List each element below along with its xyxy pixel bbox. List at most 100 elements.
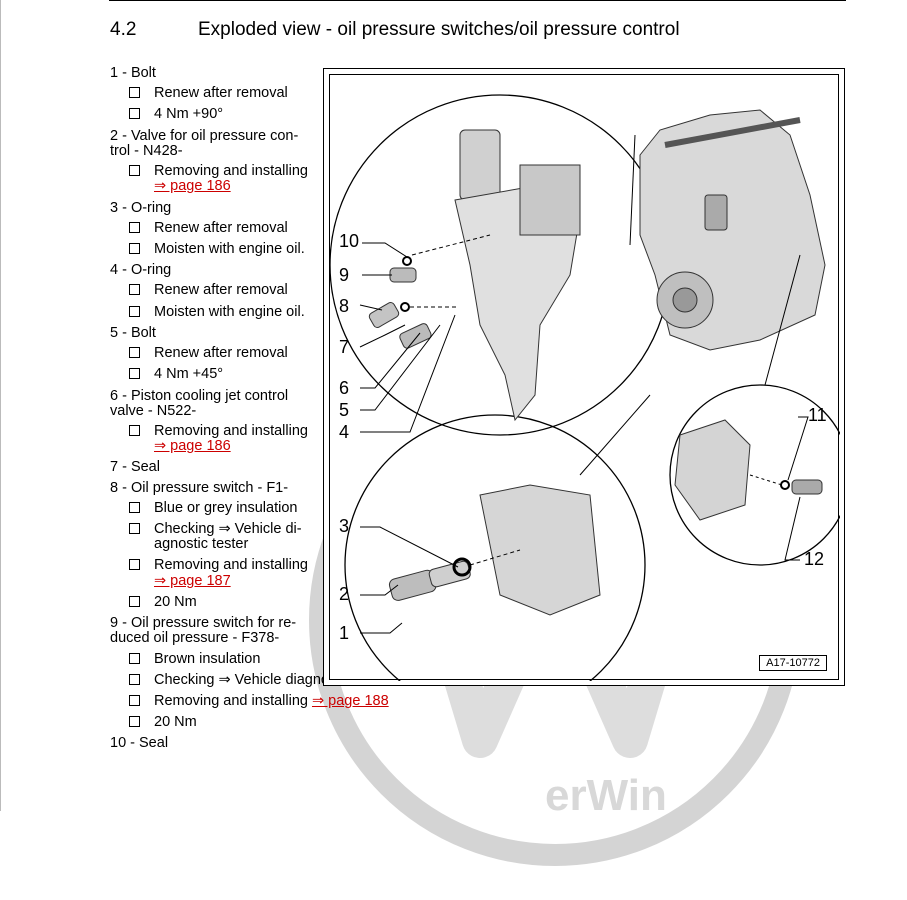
- sub-text: 20 Nm: [154, 714, 197, 731]
- item-title: 1 - Bolt: [110, 65, 156, 81]
- item-title: 3 - O-ring: [110, 199, 172, 216]
- checkbox-bullet-icon: [129, 716, 140, 728]
- list-item: 4 - O-ring Renew after removal Moisten w…: [110, 262, 325, 320]
- list-item: 5 - Bolt Renew after removal 4 Nm +45°: [110, 324, 325, 383]
- checkbox-bullet-icon: [129, 284, 140, 296]
- item-title: 9 - Oil pressure switch for re- duced oi…: [110, 615, 297, 647]
- sub-bullet: Renew after removal: [110, 345, 325, 362]
- callout-4: 4: [339, 422, 350, 442]
- sub-text: Moisten with engine oil.: [154, 240, 305, 257]
- sub-bullet: Checking ⇒ Vehicle di- agnostic tester: [110, 521, 325, 553]
- page-link[interactable]: ⇒ page 187: [154, 572, 231, 589]
- switch-detail-drawing: [674, 419, 823, 521]
- sub-bullet: Renew after removal: [110, 283, 325, 298]
- list-item: 8 - Oil pressure switch - F1- Blue or gr…: [110, 479, 325, 611]
- callout-7: 7: [339, 337, 350, 357]
- callout-8: 8: [339, 296, 350, 316]
- header-rule: [109, 0, 846, 1]
- sub-text: Removing and installing: [154, 693, 308, 709]
- sub-text: Brown insulation: [154, 650, 261, 667]
- checkbox-bullet-icon: [129, 347, 140, 359]
- checkbox-bullet-icon: [129, 108, 140, 120]
- sub-text: Checking ⇒ Vehicle di- agnostic tester: [154, 521, 302, 553]
- figure-reference-label: A17-10772: [759, 655, 827, 671]
- item-title: 7 - Seal: [110, 459, 160, 476]
- sub-text: Removing and installing: [154, 422, 308, 439]
- sub-text: 4 Nm +45°: [154, 366, 224, 383]
- item-title: 2 - Valve for oil pressure con- trol - N…: [110, 127, 299, 159]
- list-item: 1 - Bolt Renew after removal 4 Nm +90°: [110, 65, 325, 123]
- list-item: 7 - Seal: [110, 460, 325, 475]
- page-link[interactable]: ⇒ page 186: [154, 178, 231, 195]
- sub-bullet: 20 Nm: [110, 593, 325, 610]
- sub-bullet: 4 Nm +45°: [110, 367, 325, 382]
- sub-text: 20 Nm: [154, 593, 197, 610]
- sub-bullet: 20 Nm: [110, 715, 325, 730]
- checkbox-bullet-icon: [129, 673, 140, 685]
- leader-lines: [359, 134, 809, 634]
- checkbox-bullet-icon: [129, 242, 140, 254]
- parts-list: 1 - Bolt Renew after removal 4 Nm +90° 2…: [110, 65, 391, 757]
- section-title: Exploded view - oil pressure switches/oi…: [198, 19, 680, 40]
- checkbox-bullet-icon: [129, 595, 140, 607]
- checkbox-bullet-icon: [129, 652, 140, 664]
- sub-text: Moisten with engine oil.: [154, 303, 305, 320]
- page-link[interactable]: ⇒ page 188: [311, 693, 389, 709]
- item-title: 4 - O-ring: [110, 262, 172, 279]
- list-item: 2 - Valve for oil pressure con- trol - N…: [110, 127, 325, 195]
- sub-bullet: Removing and installing⇒ page 187: [110, 558, 325, 588]
- list-item: 3 - O-ring Renew after removal Moisten w…: [110, 199, 325, 258]
- item-title: 10 - Seal: [110, 735, 169, 752]
- checkbox-bullet-icon: [129, 368, 140, 380]
- figure-illustration: [330, 94, 840, 681]
- exploded-view-figure: 10 9 8 7 6 5 4 3 2 1 11 12 A17-10772: [323, 68, 845, 686]
- checkbox-bullet-icon: [129, 165, 140, 177]
- sub-bullet: Renew after removal: [110, 86, 325, 101]
- checkbox-bullet-icon: [129, 87, 140, 99]
- sub-bullet: Removing and installing ⇒ page 188: [110, 693, 454, 709]
- section-number: 4.2: [110, 19, 137, 40]
- callout-9: 9: [339, 265, 350, 285]
- watermark-bottom-text: erWin: [545, 771, 667, 820]
- sub-bullet: 4 Nm +90°: [110, 107, 325, 122]
- sub-bullet: Removing and installing⇒ page 186: [110, 163, 325, 195]
- sub-text: Renew after removal: [154, 345, 288, 362]
- switch-parts-drawing: [368, 234, 491, 349]
- page-link[interactable]: ⇒ page 186: [154, 438, 231, 455]
- callout-3: 3: [339, 516, 350, 536]
- item-title: 6 - Piston cooling jet control valve - N…: [110, 387, 289, 419]
- sub-text: Removing and installing: [154, 163, 308, 180]
- sub-text: Renew after removal: [154, 219, 288, 236]
- checkbox-bullet-icon: [129, 221, 140, 233]
- list-item: 6 - Piston cooling jet control valve - N…: [110, 387, 325, 455]
- sub-text: Renew after removal: [154, 282, 288, 299]
- checkbox-bullet-icon: [129, 305, 140, 317]
- callout-5: 5: [339, 400, 350, 420]
- sub-text: Removing and installing: [154, 557, 308, 574]
- engine-block-drawing: [639, 109, 826, 351]
- figure-frame: 10 9 8 7 6 5 4 3 2 1 11 12: [329, 74, 840, 681]
- sub-text: Blue or grey insulation: [154, 499, 298, 516]
- callout-2: 2: [339, 584, 350, 604]
- item-title: 5 - Bolt: [110, 324, 156, 341]
- detail-circle-right: [669, 384, 840, 566]
- callout-1: 1: [339, 623, 350, 643]
- oil-filter-housing-drawing: [454, 129, 581, 422]
- sub-bullet: Moisten with engine oil.: [110, 303, 325, 320]
- valve-detail-drawing: [388, 484, 601, 616]
- sub-text: 4 Nm +90°: [154, 106, 224, 123]
- list-item: 9 - Oil pressure switch for re- duced oi…: [110, 615, 391, 730]
- callout-11: 11: [808, 405, 827, 425]
- checkbox-bullet-icon: [129, 424, 140, 436]
- checkbox-bullet-icon: [129, 501, 140, 513]
- item-title: 8 - Oil pressure switch - F1-: [110, 479, 289, 496]
- callout-6: 6: [339, 378, 350, 398]
- sub-bullet: Brown insulation: [110, 650, 325, 667]
- list-item: 10 - Seal: [110, 736, 325, 751]
- checkbox-bullet-icon: [129, 559, 140, 571]
- sub-bullet: Removing and installing⇒ page 186: [110, 422, 325, 455]
- checkbox-bullet-icon: [129, 695, 140, 706]
- sub-bullet: Blue or grey insulation: [110, 499, 325, 516]
- callout-10: 10: [339, 231, 360, 251]
- sub-text: Renew after removal: [154, 85, 288, 102]
